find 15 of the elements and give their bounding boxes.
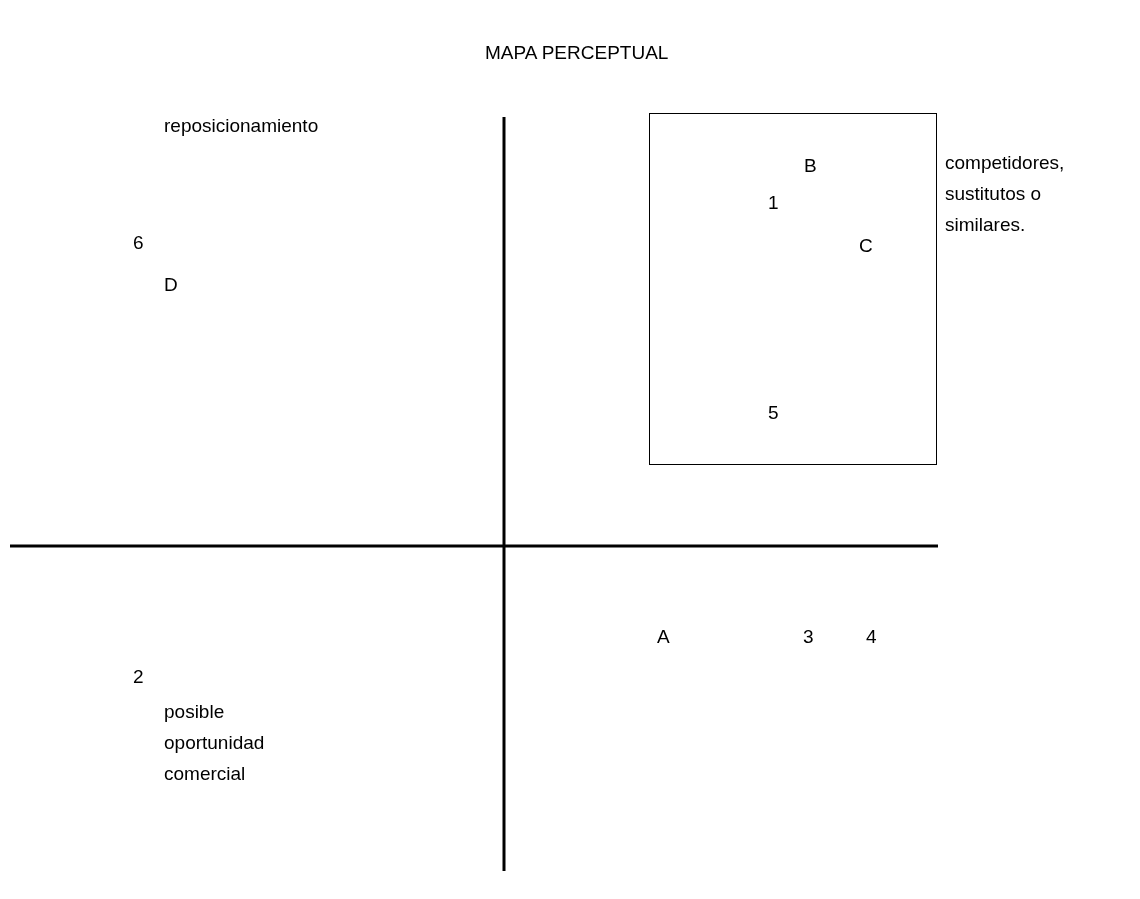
title: MAPA PERCEPTUAL xyxy=(485,41,669,65)
annotation-text: competidores, sustitutos o similares. xyxy=(945,151,1066,237)
point-label: 1 xyxy=(768,191,779,215)
point-label: 6 xyxy=(133,231,144,255)
point-label: 5 xyxy=(768,401,779,425)
point-label: 3 xyxy=(803,625,814,649)
point-label: D xyxy=(164,273,178,297)
quadrant-label: reposicionamiento xyxy=(164,114,319,138)
quadrant-label: posible oportunidad comercial xyxy=(164,700,266,786)
point-label: A xyxy=(657,625,670,649)
point-label: C xyxy=(859,234,873,258)
point-label: B xyxy=(804,154,817,178)
point-label: 2 xyxy=(133,665,144,689)
highlight-box xyxy=(649,113,937,465)
point-label: 4 xyxy=(866,625,877,649)
